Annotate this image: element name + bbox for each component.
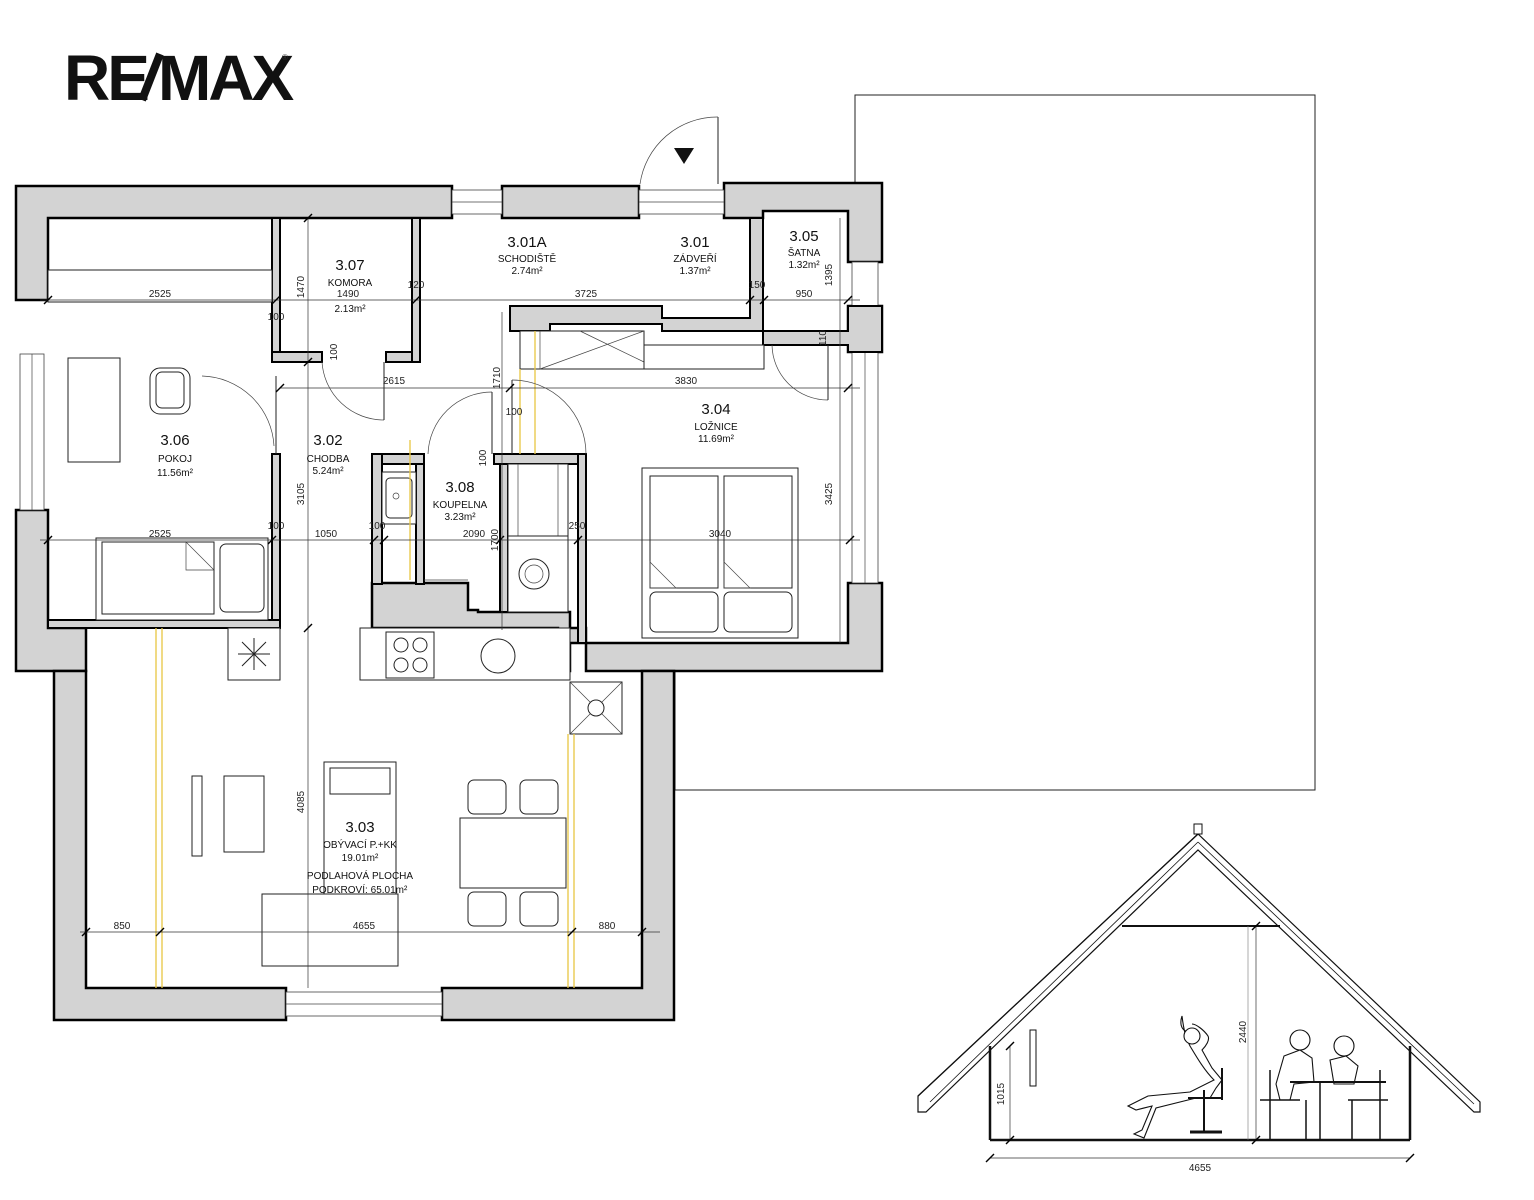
- room-3-06-label: 3.06 POKOJ 11.56m²: [157, 432, 194, 479]
- svg-text:PODKROVÍ:: PODKROVÍ:: [312, 883, 368, 896]
- dim-100-komora: 100: [268, 312, 285, 323]
- room-3-05-label: 3.05 ŠATNA 1.32m²: [788, 228, 821, 271]
- room-3-06-furniture: [47, 269, 273, 621]
- svg-text:19.01m²: 19.01m²: [342, 853, 379, 864]
- dimension-lines: [40, 213, 860, 988]
- svg-text:LOŽNICE: LOŽNICE: [694, 420, 738, 433]
- dim-2525-top: 2525: [149, 289, 172, 300]
- svg-text:3.01: 3.01: [680, 234, 709, 251]
- entrance-door: [639, 116, 719, 185]
- dim-100-left: 100: [268, 521, 285, 532]
- dim-3105: 3105: [296, 482, 307, 505]
- svg-text:MAX: MAX: [158, 42, 295, 114]
- interior-doors: [201, 344, 829, 581]
- roof-section-drawing: 2440 1015 4655: [917, 823, 1481, 1174]
- staircase: [519, 330, 765, 454]
- interior-walls: [47, 217, 883, 644]
- dim-1470: 1470: [296, 275, 307, 298]
- svg-text:3.02: 3.02: [313, 432, 342, 449]
- svg-text:11.69m²: 11.69m²: [698, 434, 735, 445]
- room-3-08-label: 3.08 KOUPELNA 3.23m²: [433, 479, 488, 523]
- dim-120: 120: [408, 280, 425, 291]
- svg-text:PODLAHOVÁ PLOCHA: PODLAHOVÁ PLOCHA: [307, 869, 413, 882]
- room-3-01-label: 3.01 ZÁDVEŘÍ 1.37m²: [673, 234, 717, 277]
- svg-text:1.32m²: 1.32m²: [788, 260, 820, 271]
- dimension-labels: 2525 3725 150 950 1395 1470 120 100 1490…: [114, 263, 835, 932]
- freezer-snowflake-icon: [238, 638, 270, 670]
- svg-text:SCHODIŠTĚ: SCHODIŠTĚ: [498, 252, 557, 265]
- room-3-02-label: 3.02 CHODBA 5.24m²: [307, 432, 350, 477]
- dim-250: 250: [569, 521, 586, 532]
- dim-4655-plan: 4655: [353, 921, 376, 932]
- svg-text:3.01A: 3.01A: [507, 234, 546, 251]
- dim-2615: 2615: [383, 376, 406, 387]
- dim-1050: 1050: [315, 529, 338, 540]
- svg-text:3.07: 3.07: [335, 257, 364, 274]
- windows: [19, 189, 879, 1017]
- svg-text:65.01m²: 65.01m²: [371, 885, 408, 896]
- dim-100-hall: 100: [506, 407, 523, 418]
- dim-2090: 2090: [463, 529, 486, 540]
- dim-850: 850: [114, 921, 131, 932]
- svg-text:3.08: 3.08: [445, 479, 474, 496]
- room-3-03-furniture: [155, 440, 623, 988]
- dim-1490: 1490: [337, 289, 360, 300]
- svg-text:CHODBA: CHODBA: [307, 454, 350, 465]
- dim-1710: 1710: [492, 366, 503, 389]
- dim-100-bath: 100: [478, 449, 489, 466]
- dim-3040: 3040: [709, 529, 732, 540]
- dim-110: 110: [818, 330, 829, 346]
- remax-logo: RE MAX ®: [64, 42, 298, 114]
- section-dim-4655: 4655: [1189, 1163, 1212, 1174]
- section-dim-1015: 1015: [996, 1082, 1007, 1105]
- dim-3725: 3725: [575, 289, 598, 300]
- dim-1700: 1700: [490, 528, 501, 551]
- svg-text:OBÝVACÍ P.+KK: OBÝVACÍ P.+KK: [323, 838, 397, 851]
- dim-100-mid: 100: [369, 521, 386, 532]
- dim-100-door: 100: [329, 343, 340, 360]
- svg-text:RE: RE: [64, 42, 148, 114]
- floor-total-label: PODLAHOVÁ PLOCHA PODKROVÍ: 65.01m²: [307, 869, 413, 896]
- dim-950: 950: [796, 289, 813, 300]
- section-dim-2440: 2440: [1238, 1020, 1249, 1043]
- seated-couple-silhouette: [1260, 1029, 1388, 1140]
- dim-3425: 3425: [824, 482, 835, 505]
- svg-text:1.37m²: 1.37m²: [679, 266, 711, 277]
- room-3-03-label: 3.03 OBÝVACÍ P.+KK 19.01m²: [323, 819, 397, 864]
- room-3-04-label: 3.04 LOŽNICE 11.69m²: [694, 401, 738, 445]
- svg-text:11.56m²: 11.56m²: [157, 468, 194, 479]
- room-3-08-furniture: [381, 463, 569, 613]
- dim-4085: 4085: [296, 790, 307, 813]
- dim-3830: 3830: [675, 376, 698, 387]
- svg-text:KOMORA: KOMORA: [328, 278, 373, 289]
- svg-text:ŠATNA: ŠATNA: [788, 246, 821, 259]
- room-3-04-furniture: [641, 467, 799, 639]
- dim-880: 880: [599, 921, 616, 932]
- entrance-arrow-icon: [674, 148, 694, 164]
- svg-text:2.13m²: 2.13m²: [334, 304, 366, 315]
- ventilation-fan-icon: [587, 699, 605, 717]
- svg-text:3.04: 3.04: [701, 401, 730, 418]
- room-labels: 3.01A SCHODIŠTĚ 2.74m² 3.01 ZÁDVEŘÍ 1.37…: [157, 228, 821, 896]
- room-3-07-label: 3.07 KOMORA 2.13m²: [328, 257, 373, 315]
- room-3-01a-label: 3.01A SCHODIŠTĚ 2.74m²: [498, 234, 557, 277]
- dim-150: 150: [749, 280, 766, 291]
- dim-1395: 1395: [824, 263, 835, 286]
- svg-text:POKOJ: POKOJ: [158, 454, 192, 465]
- dim-2525-bottom: 2525: [149, 529, 172, 540]
- svg-text:3.05: 3.05: [789, 228, 818, 245]
- svg-text:ZÁDVEŘÍ: ZÁDVEŘÍ: [673, 252, 717, 265]
- svg-text:3.06: 3.06: [160, 432, 189, 449]
- seated-woman-silhouette: [1126, 1015, 1223, 1139]
- svg-text:3.23m²: 3.23m²: [444, 512, 476, 523]
- svg-text:3.03: 3.03: [345, 819, 374, 836]
- svg-text:2.74m²: 2.74m²: [511, 266, 543, 277]
- svg-text:®: ®: [282, 53, 288, 62]
- svg-text:KOUPELNA: KOUPELNA: [433, 500, 488, 511]
- svg-text:5.24m²: 5.24m²: [312, 466, 344, 477]
